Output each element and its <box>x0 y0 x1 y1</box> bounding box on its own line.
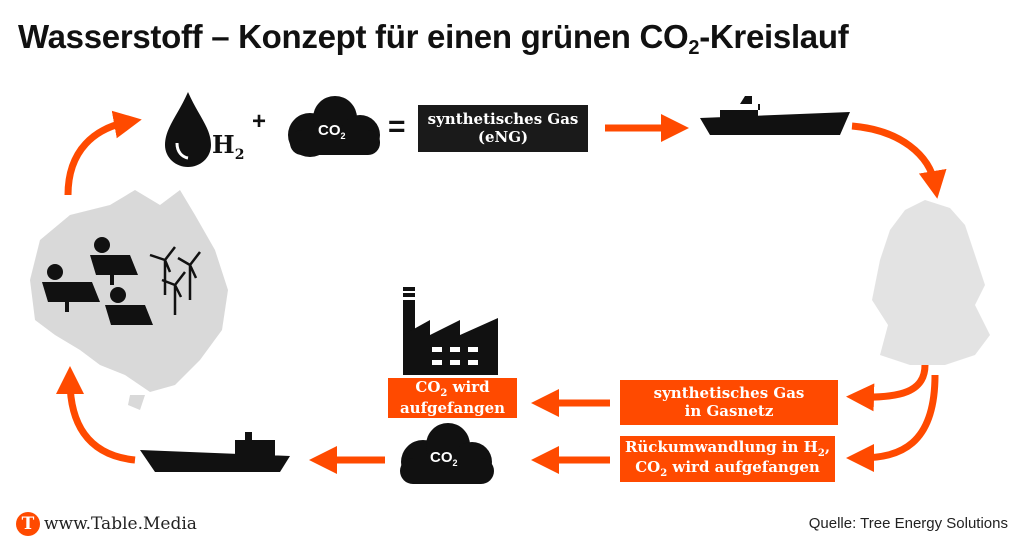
arrow-aus-to-h2 <box>64 110 142 196</box>
reconversion-box: Rückumwandlung in H2, CO2 wird aufgefang… <box>620 436 835 482</box>
flow-arrows <box>56 110 947 474</box>
co2-capture-box: CO2 wird aufgefangen <box>388 378 517 418</box>
source-credit: Quelle: Tree Energy Solutions <box>808 515 1008 532</box>
arrow-ship-to-aus <box>56 366 136 464</box>
synthetic-gas-box: synthetisches Gas(eNG) <box>418 105 588 152</box>
wind-turbine-icons <box>149 246 201 315</box>
ship-top-icon <box>700 96 850 135</box>
page-title: Wasserstoff – Konzept für einen grünen C… <box>18 18 849 59</box>
ship-bottom-icon <box>140 432 290 472</box>
solar-panel-icons <box>42 237 153 325</box>
co2-cloud-label: CO2 <box>318 122 346 141</box>
table-media-logo: T <box>16 512 40 536</box>
germany-map <box>872 200 990 365</box>
arrow-germany-to-rueck <box>846 374 939 472</box>
water-drop-icon <box>165 92 211 167</box>
australia-map <box>30 190 228 410</box>
equals-sign: = <box>388 110 406 143</box>
co2-cloud-bottom-icon <box>400 423 494 484</box>
arrow-germany-to-gasnetz <box>846 364 929 412</box>
co2-cloud-icon <box>288 96 380 157</box>
footer-url-link[interactable]: www.Table.Media <box>44 514 197 534</box>
plus-sign: + <box>252 108 267 135</box>
bottom-cloud-label: CO2 <box>430 449 458 468</box>
h2-label: H2 <box>212 130 245 163</box>
arrow-ship-to-germany <box>851 122 947 199</box>
